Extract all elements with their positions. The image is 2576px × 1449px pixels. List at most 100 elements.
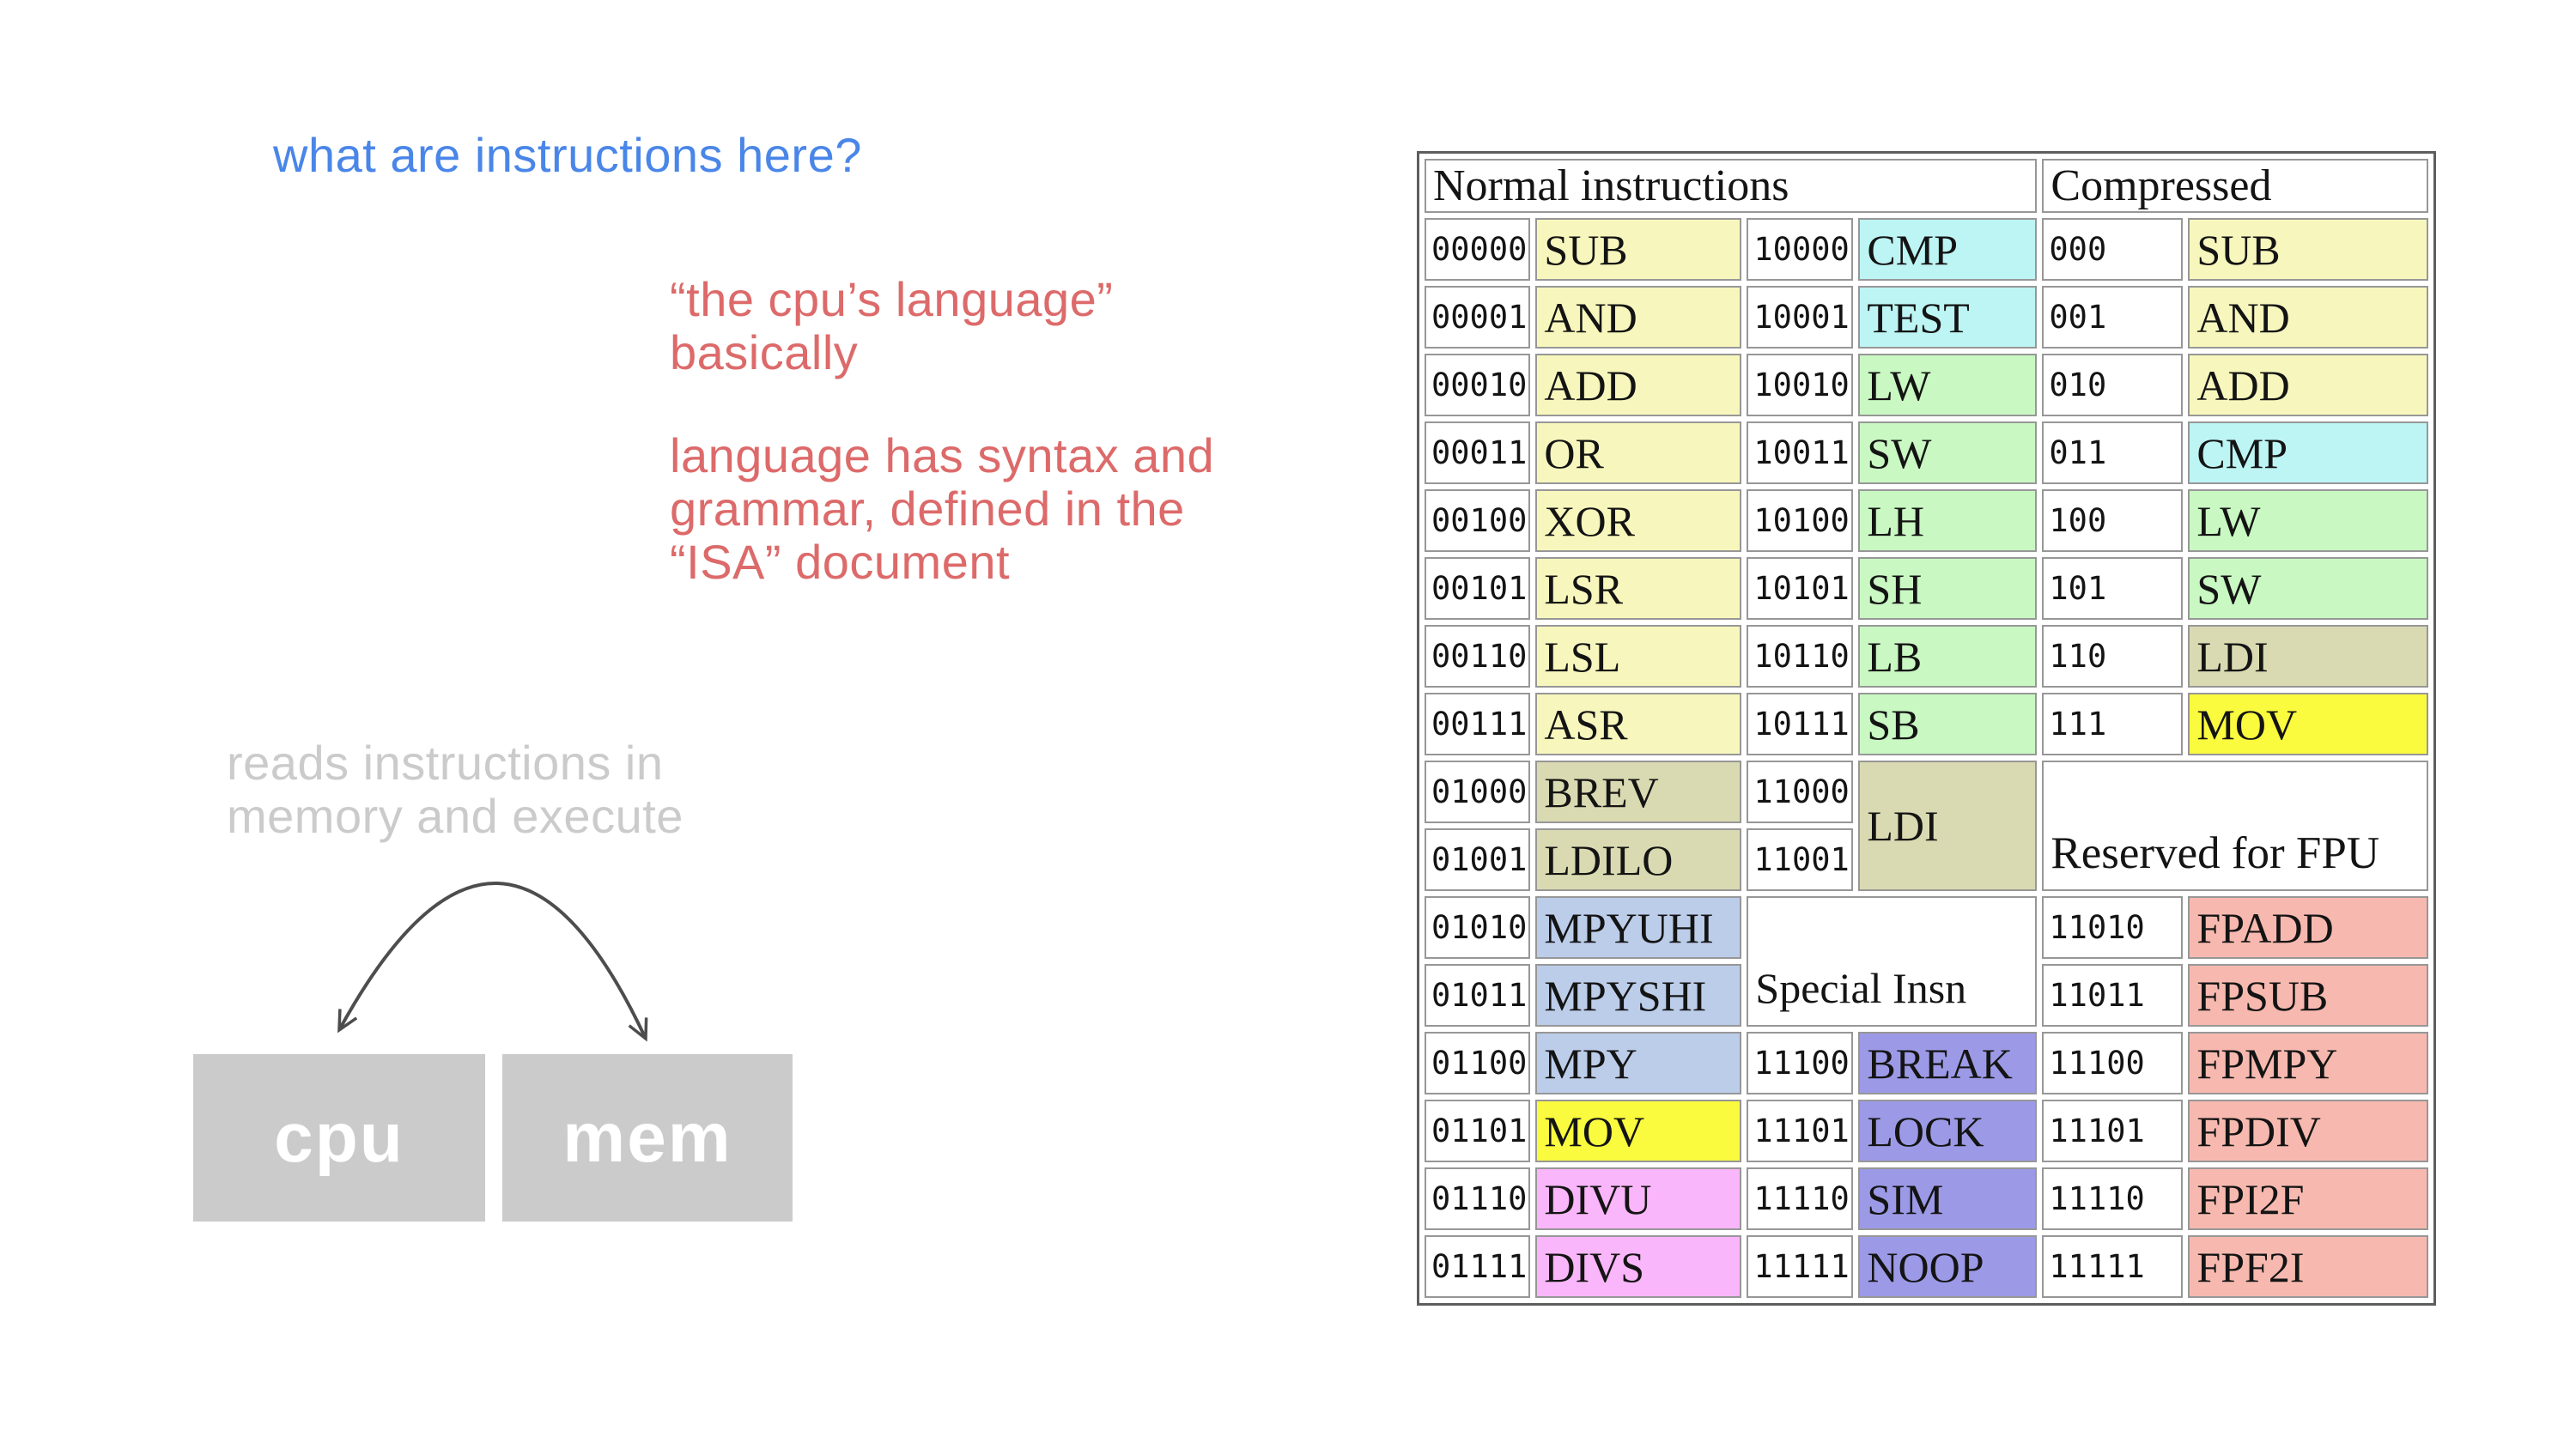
instruction-cell: LDI bbox=[2188, 625, 2429, 688]
instruction-cell: CMP bbox=[1858, 218, 2038, 281]
instruction-cell: MOV bbox=[1535, 1100, 1742, 1162]
instruction-cell: SW bbox=[1858, 421, 2038, 484]
opcode-cell: 11011 bbox=[2042, 964, 2184, 1027]
opcode-cell: 10101 bbox=[1747, 557, 1854, 620]
opcode-cell: 11010 bbox=[2042, 896, 2184, 959]
note-line: basically bbox=[670, 325, 859, 379]
opcode-cell: 00010 bbox=[1425, 354, 1531, 416]
opcode-cell: 001 bbox=[2042, 286, 2184, 349]
instruction-cell: TEST bbox=[1858, 286, 2038, 349]
opcode-cell: 10110 bbox=[1747, 625, 1854, 688]
instruction-cell: AND bbox=[1535, 286, 1742, 349]
opcode-cell: 11110 bbox=[2042, 1167, 2184, 1230]
instruction-cell: OR bbox=[1535, 421, 1742, 484]
opcode-cell: 01100 bbox=[1425, 1032, 1531, 1094]
note-line: grammar, defined in the bbox=[670, 482, 1185, 536]
note-line: memory and execute bbox=[227, 789, 683, 843]
instruction-cell: LB bbox=[1858, 625, 2038, 688]
instruction-cell: LW bbox=[1858, 354, 2038, 416]
opcode-cell: 11101 bbox=[1747, 1100, 1854, 1162]
opcode-cell: 11110 bbox=[1747, 1167, 1854, 1230]
note-line: “ISA” document bbox=[670, 535, 1011, 589]
opcode-cell: 10011 bbox=[1747, 421, 1854, 484]
instruction-cell: MPY bbox=[1535, 1032, 1742, 1094]
isa-note: language has syntax and grammar, defined… bbox=[670, 429, 1214, 589]
instruction-cell: FPSUB bbox=[2188, 964, 2429, 1027]
opcode-cell: 00110 bbox=[1425, 625, 1531, 688]
instruction-cell: MPYUHI bbox=[1535, 896, 1742, 959]
opcode-cell: 110 bbox=[2042, 625, 2184, 688]
instruction-cell: FPF2I bbox=[2188, 1235, 2429, 1298]
opcode-cell: 11001 bbox=[1747, 828, 1854, 891]
instruction-cell: CMP bbox=[2188, 421, 2429, 484]
instruction-cell: SUB bbox=[2188, 218, 2429, 281]
opcode-cell: 11111 bbox=[1747, 1235, 1854, 1298]
opcode-cell: 10010 bbox=[1747, 354, 1854, 416]
opcode-cell: 10000 bbox=[1747, 218, 1854, 281]
cpu-box: cpu bbox=[193, 1054, 485, 1222]
instruction-cell: DIVS bbox=[1535, 1235, 1742, 1298]
opcode-cell: 11111 bbox=[2042, 1235, 2184, 1298]
opcode-cell: 11100 bbox=[2042, 1032, 2184, 1094]
instruction-cell: MPYSHI bbox=[1535, 964, 1742, 1027]
opcode-cell: 00000 bbox=[1425, 218, 1531, 281]
opcode-cell: 00011 bbox=[1425, 421, 1531, 484]
instruction-cell: LDI bbox=[1858, 761, 2038, 891]
cpu-box-label: cpu bbox=[274, 1098, 404, 1177]
instruction-cell: LOCK bbox=[1858, 1100, 2038, 1162]
instruction-cell: LSL bbox=[1535, 625, 1742, 688]
cpu-reads-note: reads instructions in memory and execute bbox=[227, 737, 683, 843]
instruction-cell: SB bbox=[1858, 693, 2038, 755]
question-line: what are instructions here? bbox=[273, 128, 862, 182]
question-heading: what are instructions here? bbox=[273, 129, 862, 182]
opcode-cell: 00100 bbox=[1425, 489, 1531, 552]
opcode-cell: 101 bbox=[2042, 557, 2184, 620]
instruction-cell: MOV bbox=[2188, 693, 2429, 755]
opcode-cell: 10111 bbox=[1747, 693, 1854, 755]
instruction-cell: ADD bbox=[2188, 354, 2429, 416]
opcode-cell: 01111 bbox=[1425, 1235, 1531, 1298]
instruction-cell: SH bbox=[1858, 557, 2038, 620]
opcode-cell: 011 bbox=[2042, 421, 2184, 484]
opcode-cell: 01110 bbox=[1425, 1167, 1531, 1230]
normal-instructions-header: Normal instructions bbox=[1425, 159, 2038, 213]
instruction-cell: LSR bbox=[1535, 557, 1742, 620]
opcode-cell: 00101 bbox=[1425, 557, 1531, 620]
opcode-cell: 000 bbox=[2042, 218, 2184, 281]
note-line: reads instructions in bbox=[227, 736, 664, 790]
note-line: “the cpu’s language” bbox=[670, 272, 1114, 326]
opcode-cell: 010 bbox=[2042, 354, 2184, 416]
instruction-cell: FPADD bbox=[2188, 896, 2429, 959]
instruction-cell: ASR bbox=[1535, 693, 1742, 755]
instruction-cell: FPI2F bbox=[2188, 1167, 2429, 1230]
opcode-cell: 01101 bbox=[1425, 1100, 1531, 1162]
instruction-cell: SIM bbox=[1858, 1167, 2038, 1230]
opcode-cell: 01001 bbox=[1425, 828, 1531, 891]
instruction-cell: SUB bbox=[1535, 218, 1742, 281]
instruction-cell: SW bbox=[2188, 557, 2429, 620]
compressed-header: Compressed bbox=[2042, 159, 2429, 213]
instruction-cell: NOOP bbox=[1858, 1235, 2038, 1298]
instruction-cell: XOR bbox=[1535, 489, 1742, 552]
cpu-language-note: “the cpu’s language” basically bbox=[670, 273, 1113, 379]
arc-path bbox=[337, 882, 648, 1042]
instruction-cell: ADD bbox=[1535, 354, 1742, 416]
